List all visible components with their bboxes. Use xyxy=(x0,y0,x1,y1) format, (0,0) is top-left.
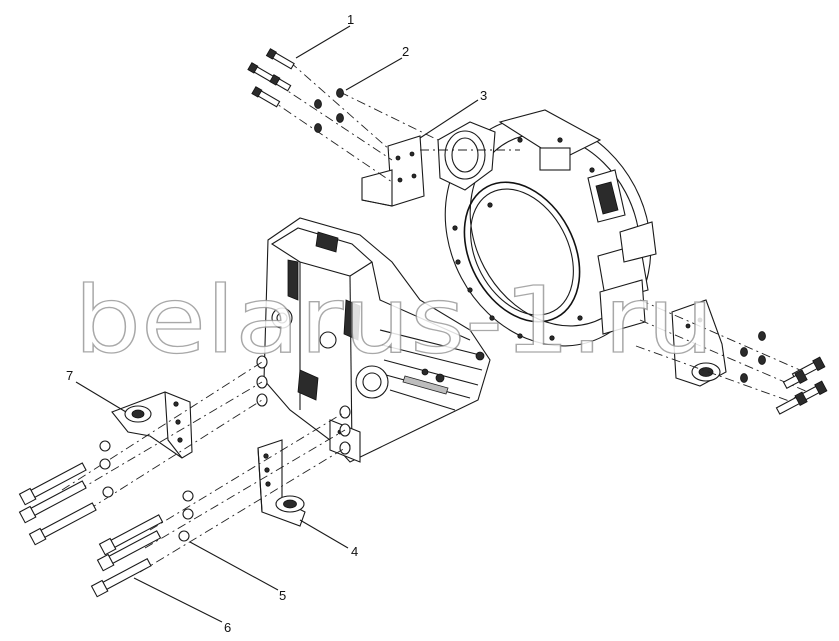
bracket-right xyxy=(671,299,727,387)
assembly-center-lines xyxy=(61,61,809,573)
callout-labels: 1 2 3 7 4 5 6 xyxy=(66,12,487,635)
bracket-7 xyxy=(111,391,193,459)
engine-block xyxy=(256,217,491,463)
callout-7: 7 xyxy=(66,368,73,383)
callout-2: 2 xyxy=(402,44,409,59)
bracket-4 xyxy=(257,439,306,527)
callout-5: 5 xyxy=(279,588,286,603)
flywheel-housing xyxy=(437,109,657,347)
callout-6: 6 xyxy=(224,620,231,635)
bracket-3 xyxy=(361,135,425,207)
leader-lines xyxy=(75,25,479,623)
watermark-text: belarus-1.ru xyxy=(74,267,714,374)
bolts-and-washers xyxy=(18,48,828,598)
callout-4: 4 xyxy=(351,544,358,559)
callout-1: 1 xyxy=(347,12,354,27)
callout-3: 3 xyxy=(480,88,487,103)
